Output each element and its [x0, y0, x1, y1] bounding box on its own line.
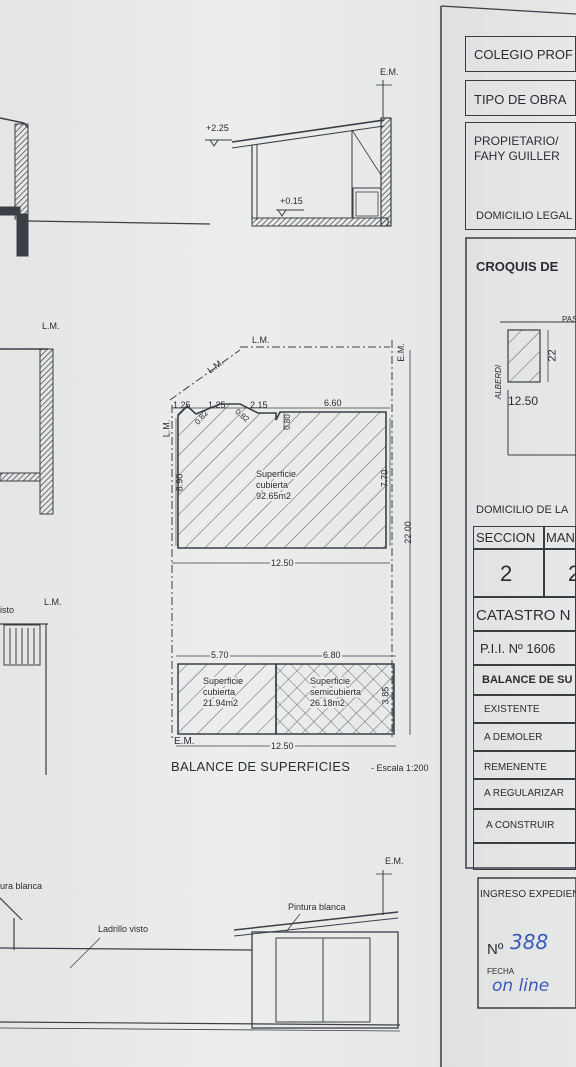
form-man-value: 2 [568, 561, 576, 586]
plan-em-bottom: E.M. [174, 736, 195, 747]
form-pas: PAS [562, 315, 576, 324]
form-man: MAN [546, 530, 575, 545]
form-pii-cell: P.I.I. Nº 1606 [473, 630, 576, 666]
form-row-construir: A CONSTRUIR [473, 808, 576, 844]
block2-l1: Superficie [203, 676, 244, 686]
form-fecha-value: on line [492, 976, 550, 996]
dim-3-85: 3.85 [380, 686, 391, 705]
level-high-label: +2.25 [206, 123, 229, 133]
dim-total: 22.00 [402, 521, 413, 544]
dim-left: 6.90 [174, 473, 185, 492]
form-no-label: Nº [487, 941, 504, 958]
form-row-remenente: REMENENTE [473, 750, 576, 780]
form-fecha-label: FECHA [487, 967, 515, 976]
form-seccion: SECCION [476, 530, 536, 545]
dim-bottom-right: 6.80 [322, 650, 342, 660]
block1-l1: Superficie [256, 469, 297, 479]
form-tipo: TIPO DE OBRA [474, 92, 567, 107]
form-pii: P.I.I. Nº 1606 [480, 641, 556, 656]
form-domicilio-legal: DOMICILIO LEGAL [476, 210, 572, 222]
form-croquis: CROQUIS DE [476, 259, 559, 274]
block3-area: 26.18m2 [310, 698, 346, 708]
form-dim-22: 22 [546, 349, 559, 362]
form-row-label: A DEMOLER [484, 732, 543, 743]
dim-right: 7.70 [379, 469, 390, 488]
form-colegio: COLEGIO PROF [474, 47, 573, 62]
form-owner: FAHY GUILLER [474, 149, 560, 163]
dim-notch: 0.80 [282, 414, 292, 430]
block2-l2: cubierta [203, 687, 236, 697]
form-no-value: 388 [510, 930, 549, 954]
form-ingreso: INGRESO EXPEDIENT [480, 889, 576, 900]
plan-lm-top: L.M. [252, 335, 270, 345]
plan-title: BALANCE DE SUPERFICIES [171, 759, 351, 774]
form-catastro-cell: CATASTRO N [473, 596, 576, 632]
form-row-demoler: A DEMOLER [473, 722, 576, 752]
plan-em-side: E.M. [395, 343, 406, 362]
block1-area: 92.65m2 [256, 491, 292, 501]
form-catastro: CATASTRO N [476, 607, 571, 624]
facade-pintura-label: Pintura blanca [288, 902, 346, 912]
form-seccion-cell: SECCION [473, 526, 545, 550]
plan-scale: - Escala 1:200 [371, 763, 429, 773]
level-low-label: +0.15 [280, 196, 303, 206]
left-lm-label: L.M. [42, 321, 60, 331]
dim-bottom-total: 12.50 [270, 741, 295, 751]
dim-mid: 12.50 [270, 558, 295, 568]
form-row-label: A REGULARIZAR [484, 788, 565, 799]
form-row-label: EXISTENTE [484, 704, 540, 715]
form-alberdi: ALBERDI [494, 364, 504, 400]
form-balance-cell: BALANCE DE SU [473, 664, 576, 696]
form-seccion-value: 2 [500, 561, 513, 586]
left-visto-label: isto [0, 605, 15, 615]
form-row-existente: EXISTENTE [473, 694, 576, 724]
dim-top-2: 1.25 [208, 400, 226, 410]
dim-bottom-left: 5.70 [210, 650, 230, 660]
section-em-label: E.M. [380, 67, 399, 77]
plan-lm-side: L.M. [161, 419, 172, 438]
form-man-value-cell: 2 [543, 548, 576, 598]
form-propietario-cell: PROPIETARIO/ FAHY GUILLER DOMICILIO LEGA… [465, 122, 576, 230]
form-tipo-cell: TIPO DE OBRA [465, 80, 576, 116]
block3-l1: Superficie [310, 676, 351, 686]
form-man-cell: MAN [543, 526, 576, 550]
facade-ladrillo-label: Ladrillo visto [98, 924, 149, 934]
form-row-blank [473, 842, 576, 870]
section-drawing [205, 80, 392, 227]
left-edge-fragments [0, 117, 211, 950]
dim-top-3: 2.15 [250, 400, 268, 410]
facade-em-label: E.M. [385, 856, 404, 866]
form-dim-250: 12.50 [508, 394, 539, 408]
form-row-regularizar: A REGULARIZAR [473, 778, 576, 810]
left-lm-label-2: L.M. [44, 597, 62, 607]
form-propietario: PROPIETARIO/ [474, 134, 559, 148]
form-balance: BALANCE DE SU [482, 674, 573, 686]
block1-l2: cubierta [256, 480, 289, 490]
dim-top-1: 1.25 [173, 400, 191, 410]
form-frame [440, 5, 576, 1067]
form-colegio-cell: COLEGIO PROF [465, 36, 576, 72]
form-row-label: A CONSTRUIR [486, 820, 555, 831]
block3-l2: semicubierta [310, 687, 362, 697]
form-domicilio-la: DOMICILIO DE LA [476, 504, 569, 516]
form-seccion-value-cell: 2 [473, 548, 545, 598]
block2-area: 21.94m2 [203, 698, 239, 708]
form-row-label: REMENENTE [484, 762, 547, 773]
dim-top-4: 6.60 [324, 398, 342, 408]
facade-drawing [0, 870, 401, 1032]
left-pintura-label: ura blanca [0, 881, 43, 891]
